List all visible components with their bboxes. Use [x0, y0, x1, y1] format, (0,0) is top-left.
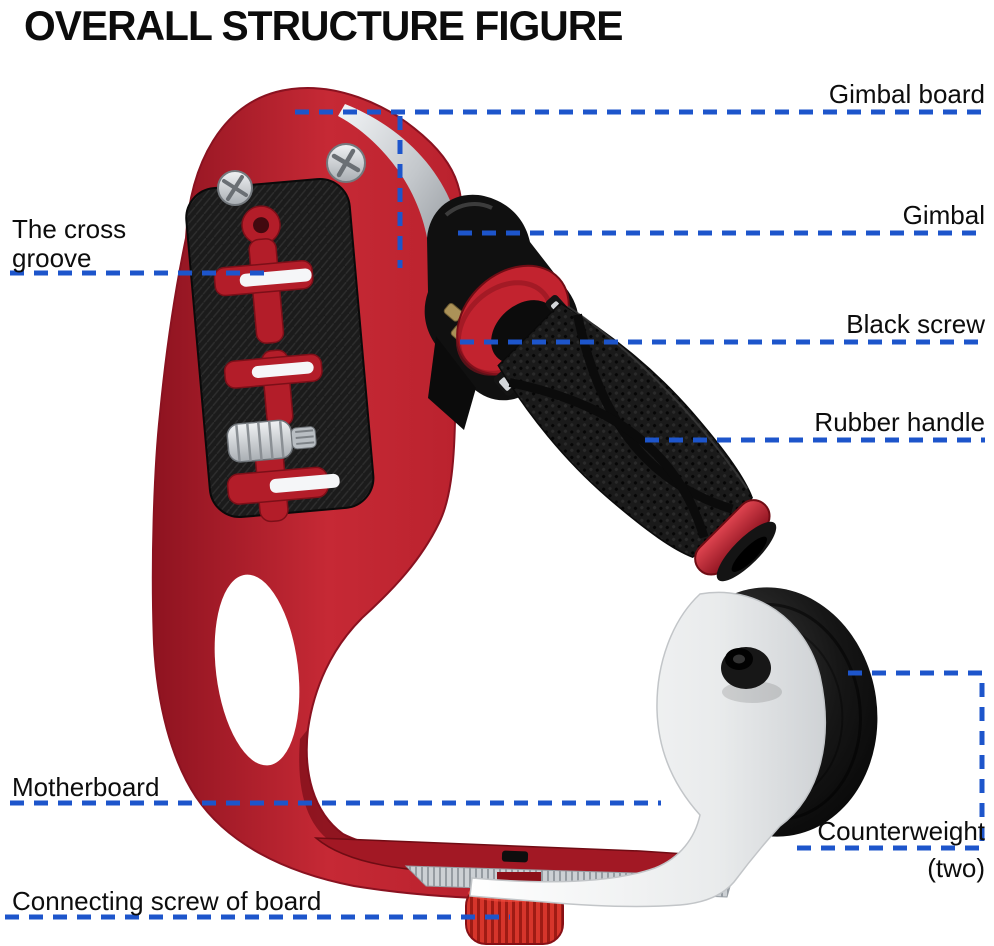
- leader-lines: [5, 109, 985, 920]
- label-black-screw: Black screw: [846, 309, 985, 339]
- label-cross-groove: The cross groove: [12, 214, 127, 273]
- page-title: OVERALL STRUCTURE FIGURE: [24, 2, 623, 49]
- rubber-handle-grip: [497, 302, 777, 582]
- handle-end-cap: [694, 499, 777, 582]
- label-counterweight-qty: (two): [927, 853, 985, 883]
- gimbal-board-screws: [217, 143, 366, 206]
- leader-counterweight: [787, 670, 985, 851]
- slide-thumbscrew: [226, 419, 317, 463]
- label-counterweight: Counterweight: [817, 816, 985, 846]
- camera-mounting-pad: [185, 177, 375, 523]
- label-rubber-handle: Rubber handle: [814, 407, 985, 437]
- arm-cutout: [214, 574, 300, 766]
- label-gimbal-board: Gimbal board: [828, 79, 985, 109]
- label-motherboard: Motherboard: [12, 772, 160, 802]
- label-connecting-screw: Connecting screw of board: [12, 886, 322, 916]
- base-slot: [501, 850, 529, 863]
- groove-hole: [253, 217, 270, 234]
- label-gimbal: Gimbal: [902, 200, 985, 230]
- counterweight-knob: [721, 647, 771, 689]
- counterweight-assembly: [469, 587, 878, 908]
